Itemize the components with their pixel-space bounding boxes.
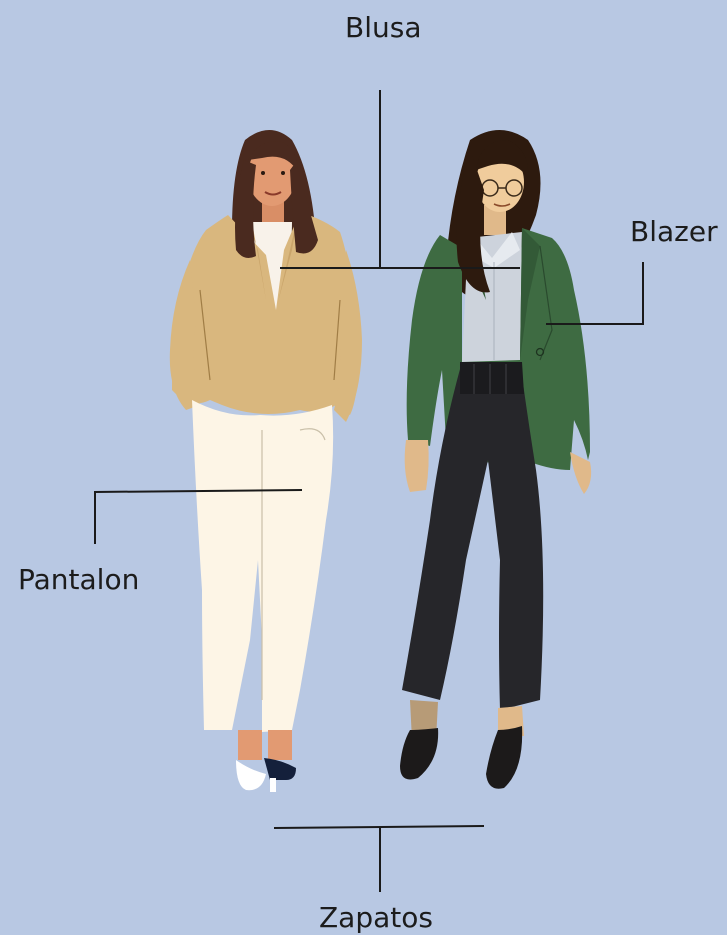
label-pantalon: Pantalon xyxy=(18,566,139,594)
label-blusa: Blusa xyxy=(345,14,421,42)
label-zapatos: Zapatos xyxy=(319,904,433,932)
label-blazer: Blazer xyxy=(630,218,718,246)
leader-lines xyxy=(95,90,643,892)
figure-right-woman xyxy=(400,130,591,789)
figure-left-woman xyxy=(170,130,362,792)
zapatos-leader-crossbar xyxy=(274,826,484,828)
